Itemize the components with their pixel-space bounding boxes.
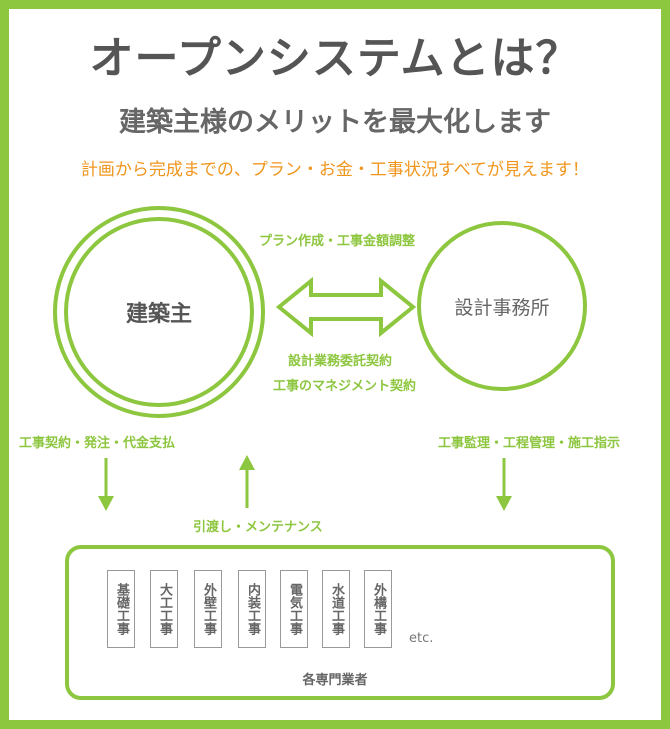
office-label: 設計事務所 <box>454 296 550 319</box>
trade-box-carpentry: 大工工事 <box>150 570 178 648</box>
relation-label-plan: プラン作成・工事金額調整 <box>259 234 416 249</box>
page-subtitle: 建築主様のメリットを最大化します <box>119 107 551 138</box>
trade-box-plumbing: 水道工事 <box>322 570 350 648</box>
trade-box-exterior-wall: 外壁工事 <box>194 570 222 648</box>
relation-label-client-to-trades: 工事契約・発注・代金支払 <box>19 436 176 451</box>
relation-label-handover: 引渡し・メンテナンス <box>193 520 323 535</box>
down-arrow-icon <box>496 458 512 511</box>
client-circle-outer-ring <box>53 206 265 418</box>
trade-box-electrical: 電気工事 <box>280 570 308 648</box>
office-circle: 設計事務所 <box>417 221 587 391</box>
relation-label-management-contract: 工事のマネジメント契約 <box>273 379 417 394</box>
bidirectional-arrow-icon <box>276 276 416 338</box>
contractors-label: 各専門業者 <box>302 673 368 688</box>
relation-label-design-contract: 設計業務委託契約 <box>288 354 393 369</box>
tagline: 計画から完成までの、プラン・お金・工事状況すべてが見えます！ <box>80 160 590 180</box>
page-title: オープンシステムとは？ <box>89 33 581 84</box>
trade-box-exterior-works: 外構工事 <box>364 570 392 648</box>
down-arrow-icon <box>98 458 114 511</box>
etc-label: etc. <box>409 631 434 646</box>
up-arrow-icon <box>239 455 255 508</box>
relation-label-office-to-trades: 工事監理・工程管理・施工指示 <box>438 436 621 451</box>
trade-box-foundation: 基礎工事 <box>107 570 135 648</box>
client-circle: 建築主 <box>64 217 254 407</box>
client-label: 建築主 <box>125 302 192 327</box>
trade-box-interior: 内装工事 <box>238 570 266 648</box>
